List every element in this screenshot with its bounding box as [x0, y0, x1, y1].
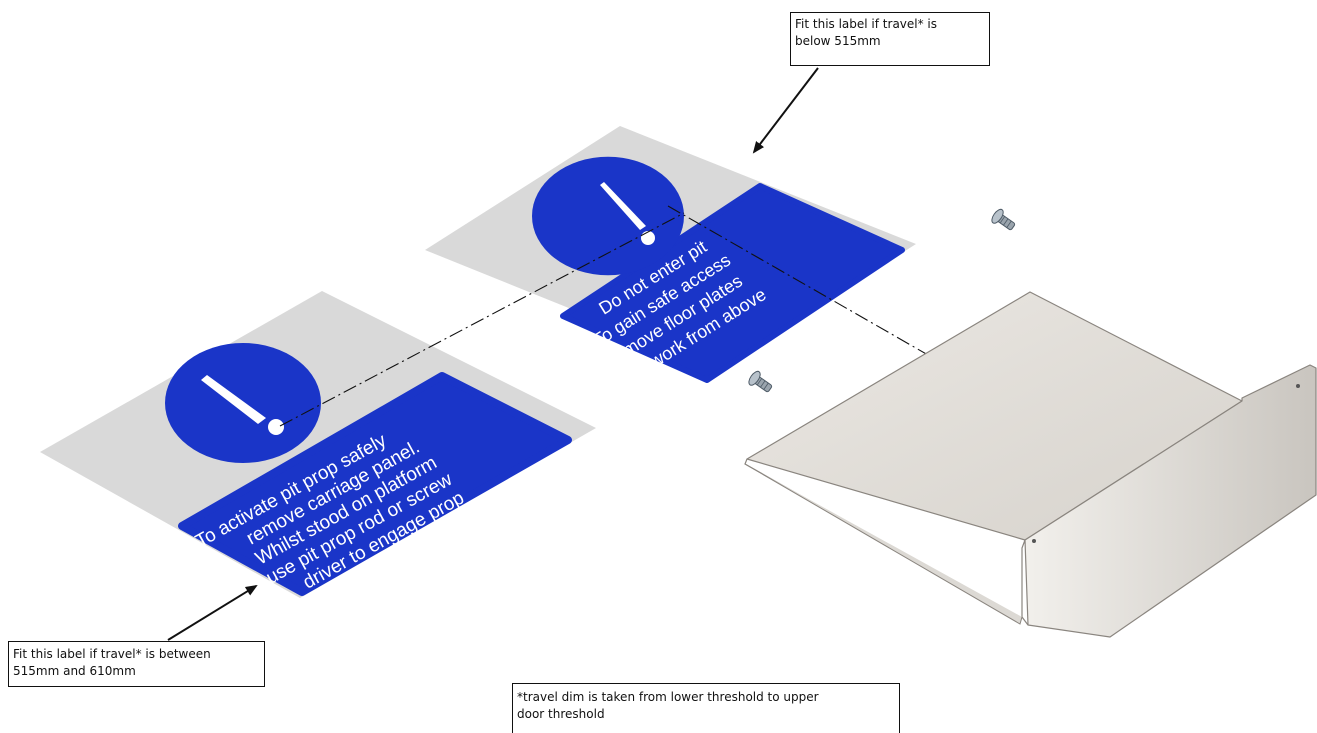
- screw-lower: [748, 370, 773, 393]
- upper-label-blue-panel: [560, 183, 905, 383]
- top-callout-leader-arrow: [752, 67, 819, 154]
- left-callout-line-1: Fit this label if travel* is between: [13, 647, 211, 661]
- lower-exclamation-icon: [165, 343, 321, 463]
- upper-warning-label: Do not enter pit To gain safe access rem…: [425, 126, 916, 390]
- lower-warning-label: To activate pit prop safely remove carri…: [40, 291, 596, 598]
- carriage-panel-upturn-face: [1024, 364, 1317, 638]
- screw-upper: [991, 208, 1016, 231]
- travel-note-line-1: *travel dim is taken from lower threshol…: [517, 690, 819, 704]
- carriage-panel: [744, 291, 1317, 638]
- left-callout-box: Fit this label if travel* is between 515…: [8, 641, 265, 687]
- travel-dimension-note: *travel dim is taken from lower threshol…: [512, 683, 900, 733]
- left-callout-line-2: 515mm and 610mm: [13, 664, 136, 678]
- top-callout-box: Fit this label if travel* is below 515mm: [790, 12, 990, 66]
- top-callout-line-2: below 515mm: [795, 34, 881, 48]
- top-callout-line-1: Fit this label if travel* is: [795, 17, 938, 31]
- lower-label-blue-panel: [178, 372, 572, 596]
- upper-exclamation-icon: [532, 156, 684, 276]
- left-callout-leader-arrow: [167, 584, 258, 641]
- travel-note-line-2: door threshold: [517, 707, 605, 721]
